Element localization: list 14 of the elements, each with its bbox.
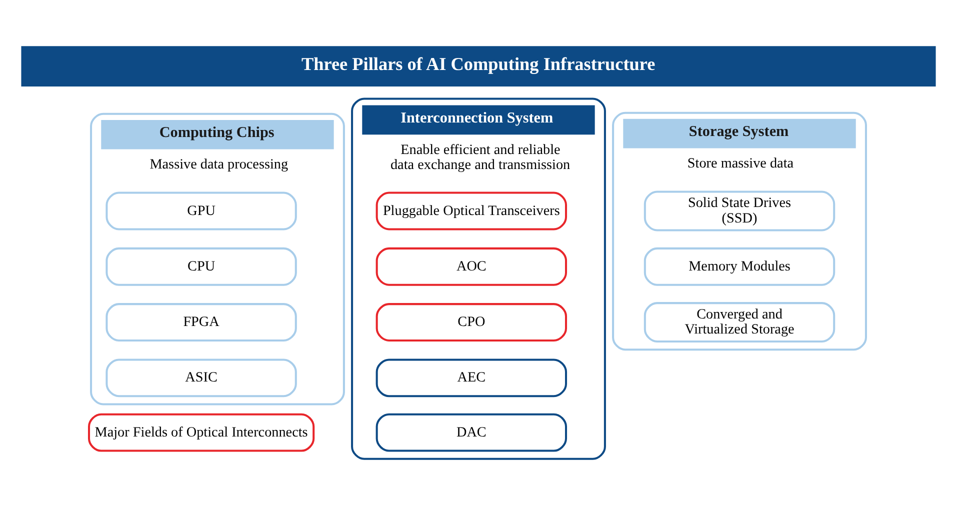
node-box: Pluggable Optical Transceivers [376, 192, 568, 230]
diagram-title: Three Pillars of AI Computing Infrastructure [301, 54, 656, 74]
node-box: FPGA [106, 303, 297, 342]
node-box: Memory Modules [644, 247, 836, 286]
node-box: GPU [106, 192, 297, 230]
node-box: Major Fields of Optical Interconnects [88, 413, 315, 452]
node-box: Solid State Drives (SSD) [644, 190, 836, 232]
node-box: AOC [376, 247, 568, 286]
node-box: Converged and Virtualized Storage [644, 302, 836, 343]
node-box: AEC [376, 358, 568, 398]
node-box: ASIC [106, 358, 297, 398]
node-box: DAC [376, 413, 568, 452]
node-box: CPO [376, 303, 568, 342]
node-box: CPU [106, 247, 297, 286]
